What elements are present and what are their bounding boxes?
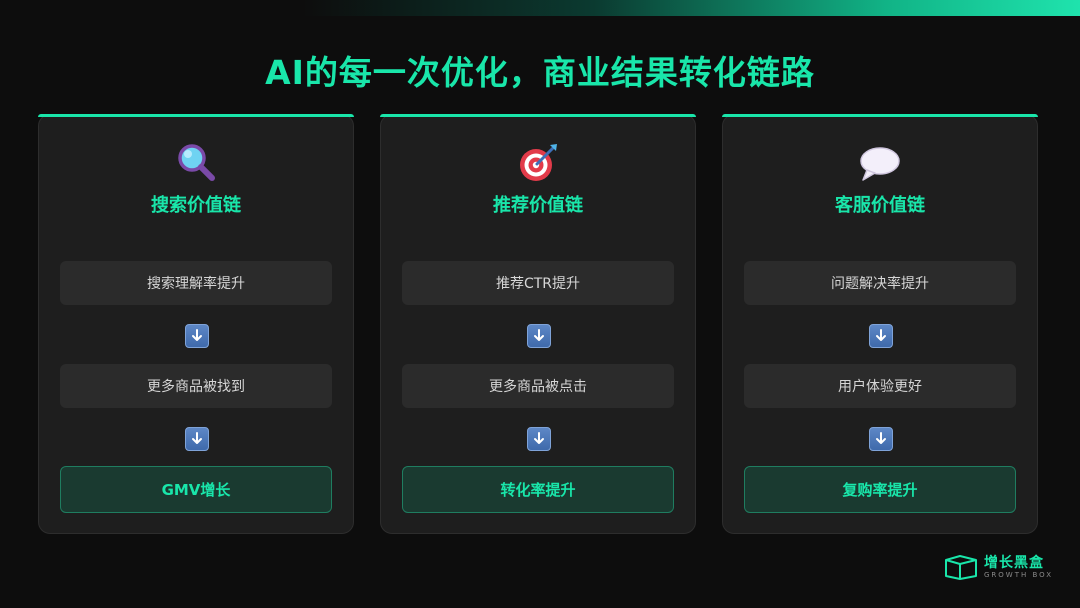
search-value-chain-card: 搜索价值链 搜索理解率提升 更多商品被找到 GMV增长 <box>38 114 354 534</box>
chain-step: 问题解决率提升 <box>744 261 1016 305</box>
down-arrow-icon <box>527 324 551 348</box>
customer-service-value-chain-card: 客服价值链 问题解决率提升 用户体验更好 复购率提升 <box>722 114 1038 534</box>
speech-bubble-icon <box>723 141 1037 185</box>
card-title: 客服价值链 <box>835 195 925 216</box>
top-gradient-bar <box>0 0 1080 16</box>
card-title: 推荐价值链 <box>493 195 583 216</box>
logo-name-en: GROWTH BOX <box>984 571 1054 579</box>
down-arrow-icon <box>527 427 551 451</box>
box-logo-icon <box>945 555 977 580</box>
chain-result: 转化率提升 <box>402 466 674 513</box>
chain-step: 更多商品被找到 <box>60 364 332 408</box>
chain-step: 搜索理解率提升 <box>60 261 332 305</box>
down-arrow-icon <box>869 324 893 348</box>
target-icon <box>381 141 695 185</box>
chain-step: 更多商品被点击 <box>402 364 674 408</box>
recommendation-value-chain-card: 推荐价值链 推荐CTR提升 更多商品被点击 转化率提升 <box>380 114 696 534</box>
magnifying-glass-icon <box>39 141 353 185</box>
growth-box-logo: 增长黑盒 GROWTH BOX <box>944 552 1064 582</box>
down-arrow-icon <box>185 324 209 348</box>
chain-step: 用户体验更好 <box>744 364 1016 408</box>
logo-name-cn: 增长黑盒 <box>984 555 1044 571</box>
down-arrow-icon <box>185 427 209 451</box>
chain-step: 推荐CTR提升 <box>402 261 674 305</box>
card-title: 搜索价值链 <box>151 195 241 216</box>
chain-result: GMV增长 <box>60 466 332 513</box>
down-arrow-icon <box>869 427 893 451</box>
page-title: AI的每一次优化，商业结果转化链路 <box>265 53 815 92</box>
chain-result: 复购率提升 <box>744 466 1016 513</box>
